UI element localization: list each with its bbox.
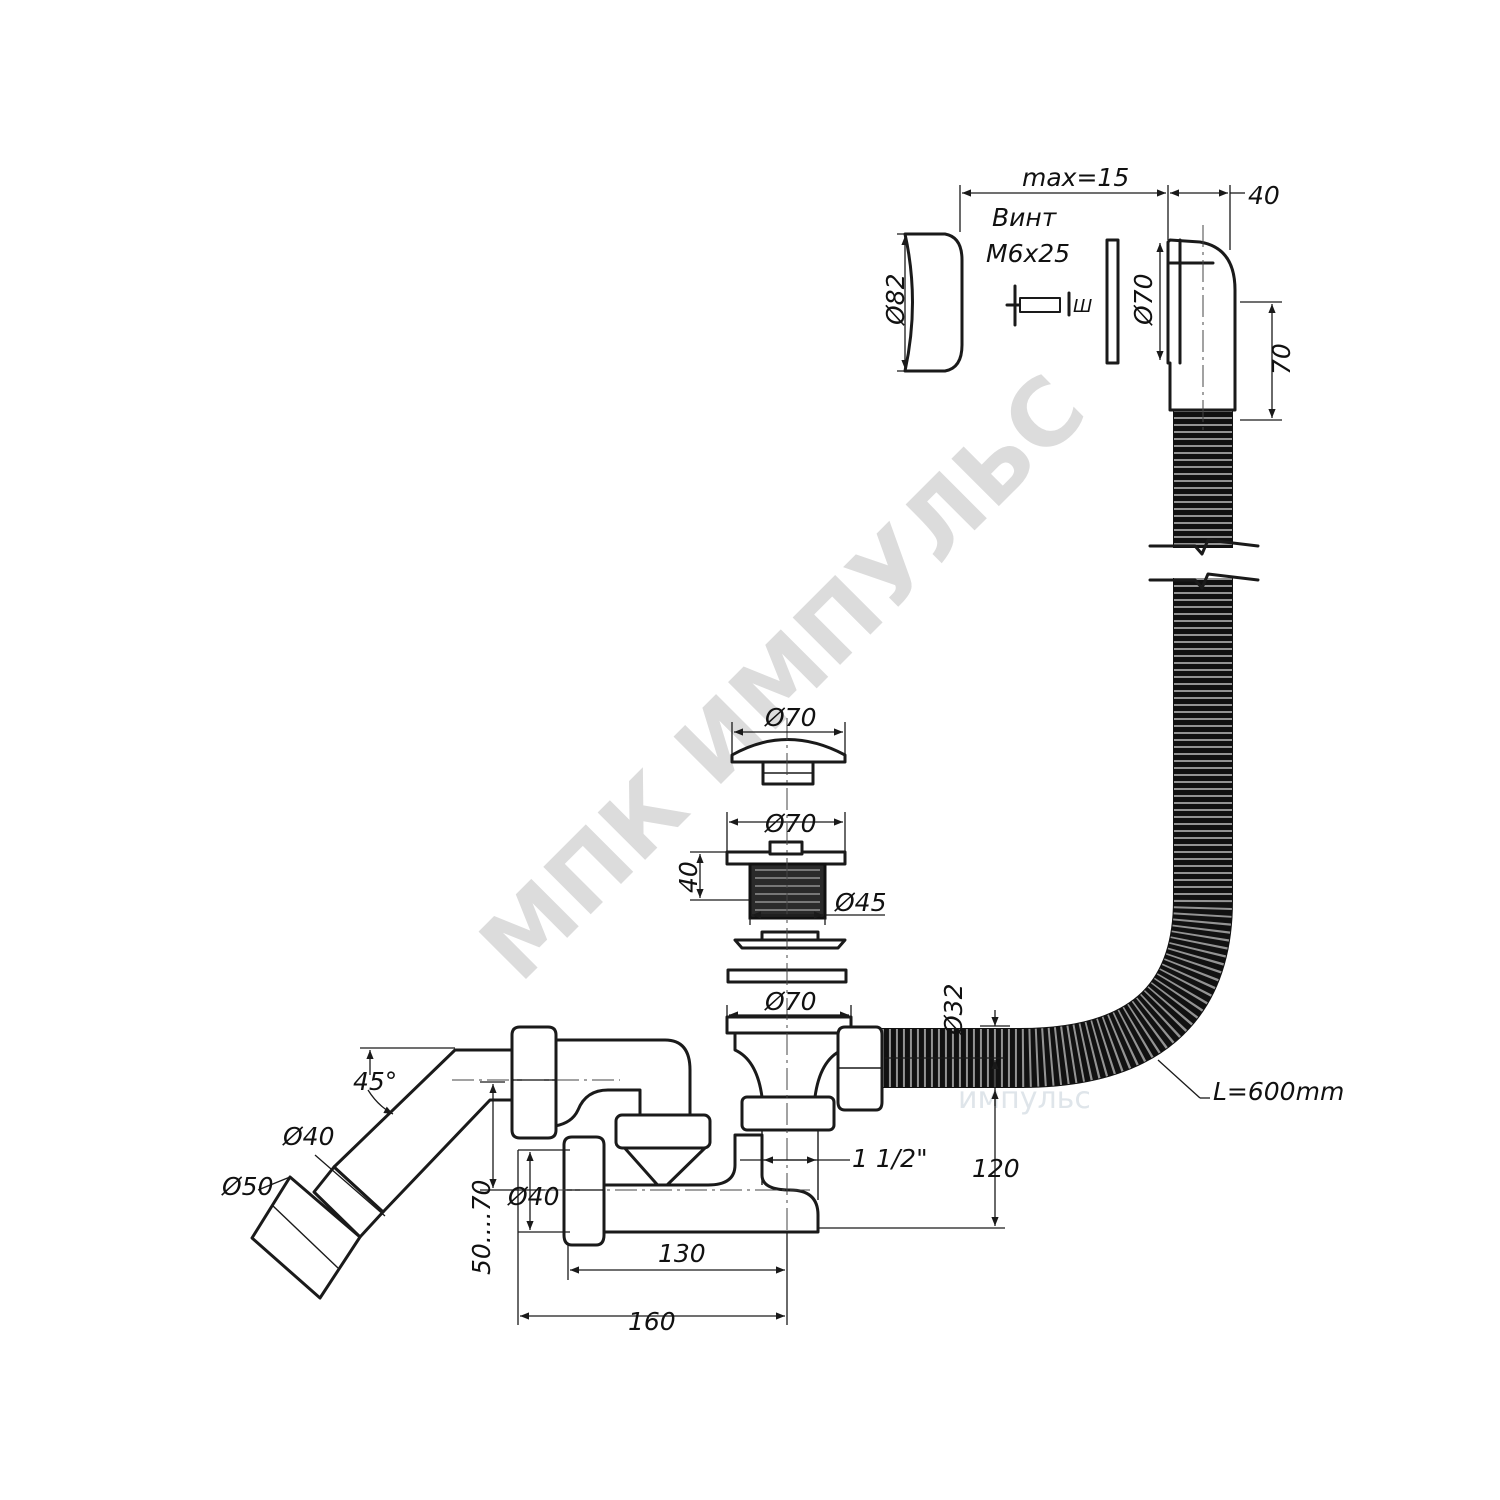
label-d45: Ø45 — [834, 888, 887, 917]
label-top40: 40 — [1248, 181, 1280, 210]
label-d70-body: Ø70 — [764, 809, 817, 838]
label-h120: 120 — [972, 1154, 1020, 1183]
label-d40-branch: Ø40 — [507, 1182, 560, 1211]
label-thread: 1 1/2" — [852, 1144, 928, 1173]
label-w160: 160 — [628, 1307, 676, 1336]
drain-washer — [733, 930, 847, 950]
label-d70-flange: Ø70 — [764, 987, 817, 1016]
dimensions — [257, 185, 1282, 1325]
siphon-assembly — [250, 1015, 884, 1300]
centre-lines — [452, 225, 1204, 1260]
label-d70-cap: Ø70 — [764, 703, 817, 732]
label-v70: 70 — [1267, 343, 1296, 375]
label-screw-line2: M6x25 — [986, 239, 1070, 268]
svg-text:Ш: Ш — [1073, 296, 1092, 317]
overflow-body — [1166, 238, 1237, 412]
drain-body — [725, 840, 847, 920]
overflow-screw: Ш — [1005, 284, 1092, 327]
hose-break-gap — [1150, 548, 1260, 578]
corrugated-hose — [875, 410, 1260, 1088]
label-max15: max=15 — [1022, 163, 1129, 192]
label-d82: Ø82 — [881, 274, 910, 327]
dimension-labels: max=15 40 Винт M6x25 Ø82 Ø70 70 Ø70 Ø70 … — [221, 163, 1344, 1336]
label-screw-line1: Винт — [992, 203, 1058, 232]
label-angle45: 45° — [353, 1067, 397, 1096]
label-h40: 40 — [674, 861, 703, 893]
label-d50-outlet: Ø50 — [221, 1172, 274, 1201]
label-d32: Ø32 — [939, 984, 968, 1037]
drain-plug — [730, 738, 847, 786]
label-w130: 130 — [658, 1239, 706, 1268]
label-d70-overflow: Ø70 — [1129, 274, 1158, 327]
overflow-cover — [903, 232, 964, 373]
label-hose-length: L=600mm — [1213, 1077, 1344, 1106]
label-d40-outlet: Ø40 — [282, 1122, 335, 1151]
label-range50-70: 50....70 — [467, 1180, 496, 1275]
overflow-gasket — [1105, 238, 1120, 365]
